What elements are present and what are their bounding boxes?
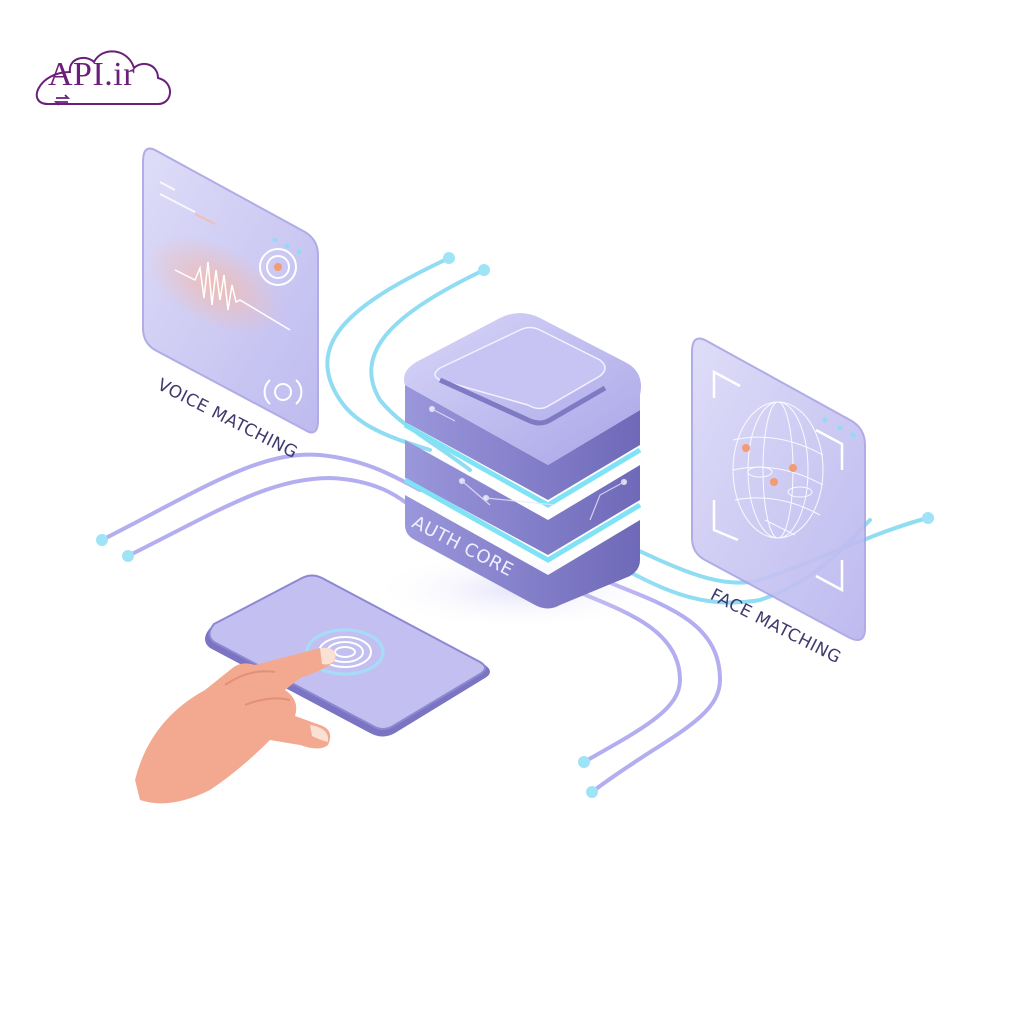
voice-matching-panel — [142, 147, 319, 434]
sound-wave-icon — [174, 261, 291, 331]
face-matching-panel — [691, 337, 866, 641]
auth-core — [403, 313, 642, 609]
target-icon — [259, 248, 297, 286]
cloud-sync-icon — [36, 50, 171, 106]
connection-endpoints — [96, 252, 934, 798]
logo: API.ir — [18, 42, 178, 114]
hand-icon — [135, 647, 336, 804]
tablet-device — [205, 574, 490, 737]
logo-text: API.ir — [48, 56, 136, 93]
microphone-icon — [263, 379, 303, 405]
